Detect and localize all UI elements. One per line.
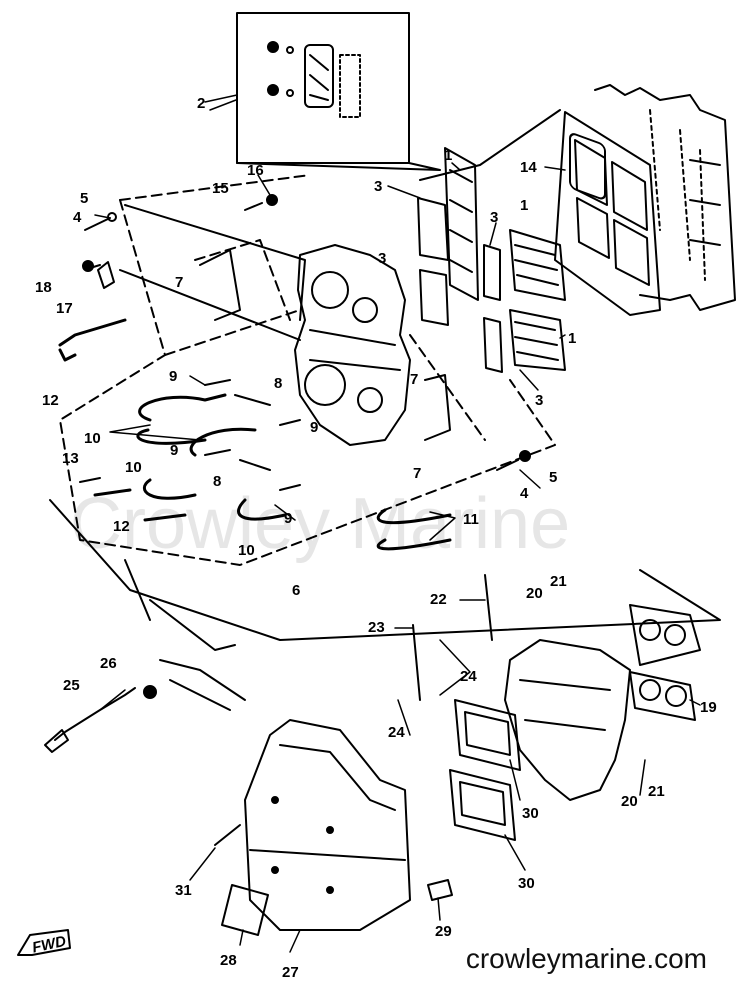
reed-gaskets bbox=[417, 197, 503, 373]
callout-30: 30 bbox=[518, 875, 535, 892]
watermark: Crowley Marine bbox=[70, 484, 570, 564]
callout-6: 6 bbox=[292, 582, 300, 599]
callout-12: 12 bbox=[113, 518, 130, 535]
reed-valve-assembly bbox=[444, 147, 566, 371]
callout-8: 8 bbox=[274, 375, 282, 392]
bracket-parts bbox=[44, 659, 246, 753]
callout-4: 4 bbox=[73, 209, 82, 226]
lower-housing bbox=[412, 574, 701, 801]
callout-7: 7 bbox=[410, 371, 418, 388]
leader-lines bbox=[94, 94, 701, 953]
callout-30: 30 bbox=[522, 805, 539, 822]
callout-24: 24 bbox=[388, 724, 405, 741]
callout-2: 2 bbox=[197, 95, 205, 112]
callout-3: 3 bbox=[378, 250, 386, 267]
silencer-gaskets bbox=[449, 699, 521, 841]
callout-22: 22 bbox=[430, 591, 447, 608]
callout-7: 7 bbox=[413, 465, 421, 482]
callout-19: 19 bbox=[700, 699, 717, 716]
callout-10: 10 bbox=[84, 430, 101, 447]
callout-1: 1 bbox=[444, 147, 452, 164]
callout-3: 3 bbox=[535, 392, 543, 409]
callout-21: 21 bbox=[648, 783, 665, 800]
callout-9: 9 bbox=[310, 419, 318, 436]
callout-23: 23 bbox=[368, 619, 385, 636]
callout-14: 14 bbox=[520, 159, 537, 176]
gasket-14 bbox=[554, 111, 661, 316]
callout-1: 1 bbox=[568, 330, 576, 347]
callout-20: 20 bbox=[621, 793, 638, 810]
silencer-cover bbox=[244, 719, 411, 931]
callout-13: 13 bbox=[62, 450, 79, 467]
fwd-label: FWD bbox=[31, 933, 68, 957]
callout-1: 1 bbox=[520, 197, 528, 214]
callout-11: 11 bbox=[463, 511, 479, 528]
fasteners bbox=[79, 194, 531, 483]
site-url: crowleymarine.com bbox=[465, 943, 707, 974]
crankcase-block bbox=[594, 84, 736, 311]
inset-box bbox=[236, 12, 441, 171]
callout-10: 10 bbox=[238, 542, 255, 559]
callout-numbers: 1 1 1 2 3 3 3 3 4 4 5 5 6 7 7 7 8 8 9 9 … bbox=[35, 95, 717, 981]
callout-16: 16 bbox=[247, 162, 264, 179]
callout-26: 26 bbox=[100, 655, 117, 672]
callout-4: 4 bbox=[520, 485, 529, 502]
callout-9: 9 bbox=[284, 510, 292, 527]
callout-21: 21 bbox=[550, 573, 567, 590]
callout-18: 18 bbox=[35, 279, 52, 296]
callout-10: 10 bbox=[125, 459, 142, 476]
callout-20: 20 bbox=[526, 585, 543, 602]
callout-29: 29 bbox=[435, 923, 452, 940]
fittings bbox=[199, 249, 451, 491]
callout-5: 5 bbox=[549, 469, 557, 486]
cover-fasteners bbox=[214, 824, 453, 936]
callout-9: 9 bbox=[170, 442, 178, 459]
hoses bbox=[58, 318, 452, 551]
callout-7: 7 bbox=[175, 274, 183, 291]
callout-8: 8 bbox=[213, 473, 221, 490]
callout-27: 27 bbox=[282, 964, 299, 981]
callout-25: 25 bbox=[63, 677, 80, 694]
fwd-arrow bbox=[17, 929, 71, 956]
callout-9: 9 bbox=[169, 368, 177, 385]
callout-17: 17 bbox=[56, 300, 73, 317]
callout-12: 12 bbox=[42, 392, 59, 409]
callout-5: 5 bbox=[80, 190, 88, 207]
callout-3: 3 bbox=[490, 209, 498, 226]
callout-24: 24 bbox=[460, 668, 477, 685]
callout-28: 28 bbox=[220, 952, 237, 969]
boundary-lines bbox=[49, 109, 721, 651]
assembly-outline bbox=[59, 174, 556, 566]
callout-3: 3 bbox=[374, 178, 382, 195]
callout-15: 15 bbox=[212, 180, 229, 197]
intake-manifold bbox=[294, 244, 411, 446]
callout-31: 31 bbox=[175, 882, 192, 899]
